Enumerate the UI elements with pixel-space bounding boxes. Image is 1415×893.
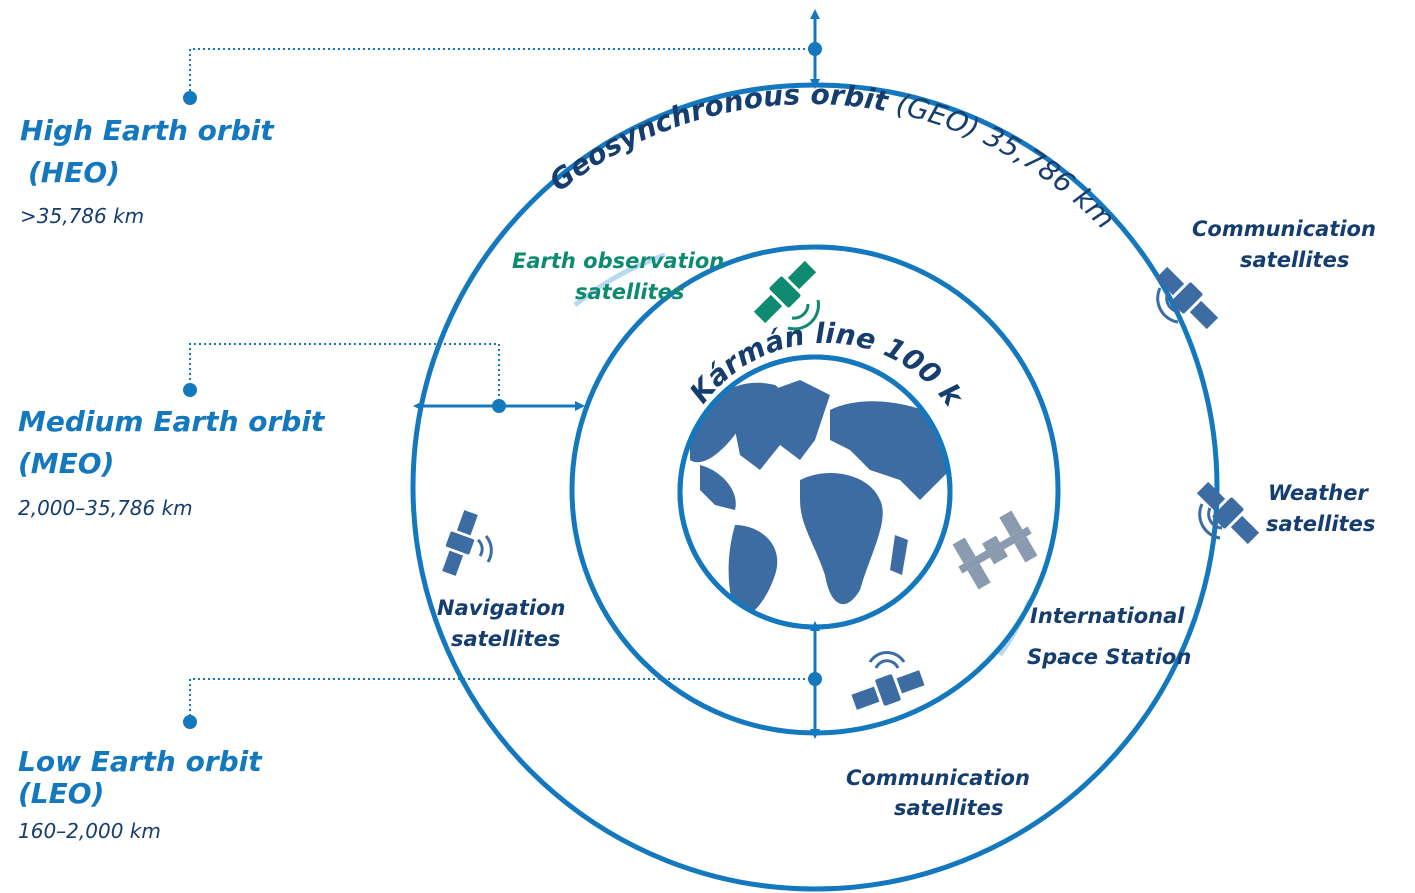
communication-leo-satellite-icon xyxy=(849,664,927,716)
meo-label-dot xyxy=(183,383,197,397)
svg-text:Medium Earth orbit: Medium Earth orbit xyxy=(18,405,326,438)
svg-text:satellites: satellites xyxy=(1240,248,1349,272)
earth-observation-signal-icon xyxy=(787,299,820,331)
svg-text:Space Station: Space Station xyxy=(1027,645,1191,669)
navigation-signal-icon xyxy=(476,535,493,563)
geo-orbit-label: Geosynchronous orbit (GEO) 35,786 km xyxy=(543,78,1121,235)
weather-satellite-icon xyxy=(1192,477,1264,549)
meo-connector-line xyxy=(189,343,500,406)
svg-text:(MEO): (MEO) xyxy=(18,447,114,480)
svg-text:>35,786 km: >35,786 km xyxy=(20,204,144,228)
communication-geo-label: Communication satellites xyxy=(1192,217,1376,272)
svg-text:satellites: satellites xyxy=(894,796,1003,820)
earth-observation-satellite-icon xyxy=(749,256,821,328)
heo-connector-line xyxy=(189,48,815,98)
communication-leo-signal-icon xyxy=(868,651,906,669)
svg-text:(LEO): (LEO) xyxy=(18,777,104,810)
svg-text:Communication: Communication xyxy=(846,766,1030,790)
meo-label: Medium Earth orbit (MEO) 2,000–35,786 km xyxy=(18,405,326,520)
svg-text:satellites: satellites xyxy=(575,280,684,304)
earth-observation-label: Earth observation satellites xyxy=(512,249,724,304)
communication-leo-label: Communication satellites xyxy=(846,766,1030,820)
svg-text:High Earth orbit: High Earth orbit xyxy=(20,114,275,147)
navigation-label: Navigation satellites xyxy=(437,596,565,651)
leo-label: Low Earth orbit (LEO) 160–2,000 km xyxy=(18,745,263,843)
svg-text:satellites: satellites xyxy=(1266,512,1375,536)
heo-label-dot xyxy=(183,91,197,105)
weather-signal-icon xyxy=(1198,503,1223,540)
navigation-satellite-icon xyxy=(437,508,483,578)
iss-label: International Space Station xyxy=(1027,604,1191,669)
svg-text:(HEO): (HEO) xyxy=(28,156,120,189)
space-station-icon xyxy=(952,510,1038,590)
karman-line-label: Kármán line 100 km xyxy=(0,0,971,414)
observation-arc-highlight xyxy=(573,252,666,307)
svg-text:Communication: Communication xyxy=(1192,217,1376,241)
heo-label: High Earth orbit (HEO) >35,786 km xyxy=(20,114,275,228)
svg-text:2,000–35,786 km: 2,000–35,786 km xyxy=(18,496,193,520)
svg-text:Weather: Weather xyxy=(1268,481,1369,505)
earth-globe-icon xyxy=(677,354,953,630)
svg-text:Earth observation: Earth observation xyxy=(512,249,724,273)
weather-label: Weather satellites xyxy=(1266,481,1375,536)
svg-text:satellites: satellites xyxy=(451,627,560,651)
leo-label-dot xyxy=(183,715,197,729)
svg-text:International: International xyxy=(1030,604,1185,628)
communication-geo-signal-icon xyxy=(1156,287,1181,324)
svg-text:Low Earth orbit: Low Earth orbit xyxy=(18,745,263,778)
svg-text:160–2,000 km: 160–2,000 km xyxy=(18,819,161,843)
communication-geo-satellite-icon xyxy=(1151,262,1223,334)
svg-text:Navigation: Navigation xyxy=(437,596,565,620)
leo-connector-line xyxy=(189,678,815,722)
